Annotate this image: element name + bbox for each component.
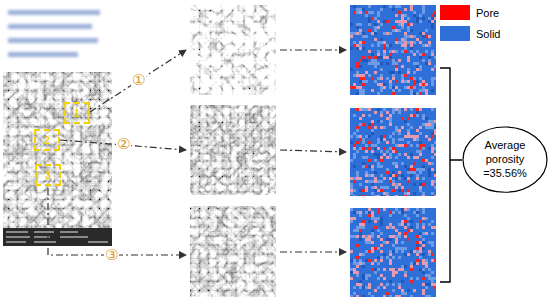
region-box: 3 bbox=[35, 164, 61, 186]
info-bar bbox=[3, 228, 112, 246]
sem-image bbox=[3, 72, 112, 246]
region-number: 2 bbox=[44, 135, 50, 146]
legend-swatch bbox=[440, 5, 470, 20]
bracket bbox=[440, 68, 462, 282]
callout-number: ② bbox=[116, 136, 131, 151]
legend-row: Pore bbox=[440, 5, 499, 20]
result-text: Average porosity =35.56% bbox=[469, 139, 541, 180]
callout-number: ① bbox=[131, 72, 146, 87]
blurred-text bbox=[8, 10, 100, 57]
porosity-maps bbox=[350, 5, 436, 297]
legend-swatch bbox=[440, 26, 470, 41]
dash-dot-arrows bbox=[48, 50, 346, 255]
region-number: 1 bbox=[74, 108, 80, 119]
sem-image bbox=[190, 5, 276, 95]
legend-text: Solid bbox=[476, 28, 500, 40]
region-box: 1 bbox=[64, 102, 90, 124]
sem-image bbox=[190, 105, 276, 195]
legend-row: Solid bbox=[440, 26, 500, 41]
region-number: 3 bbox=[45, 170, 51, 181]
info-bar-marks bbox=[6, 231, 108, 243]
sem-image bbox=[190, 206, 276, 297]
callout-number: ③ bbox=[104, 247, 119, 262]
region-box: 2 bbox=[34, 129, 60, 151]
result-ellipse: Average porosity =35.56% bbox=[462, 126, 548, 193]
legend-text: Pore bbox=[476, 7, 499, 19]
